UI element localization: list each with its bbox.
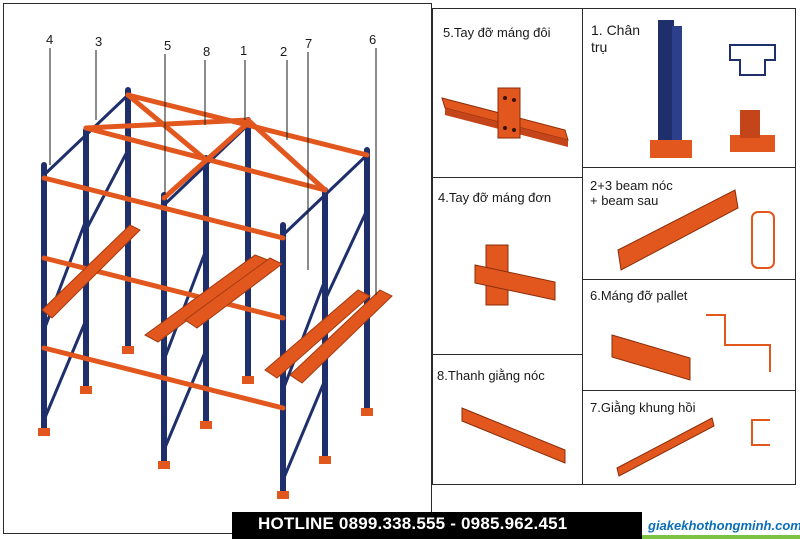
base-plate xyxy=(242,376,254,384)
base-plate xyxy=(361,408,373,416)
roof-tie xyxy=(245,117,328,193)
callout-7: 7 xyxy=(305,36,313,51)
frame-brace xyxy=(42,93,130,177)
panel-title-mang-do-pallet: 6.Máng đỡ pallet xyxy=(590,288,688,303)
pallet-rail-illustration xyxy=(611,314,771,381)
base-plate xyxy=(38,428,50,436)
panel-title-beam: 2+3 beam nóc + beam sau xyxy=(590,178,673,208)
frame-brace xyxy=(281,379,327,481)
roof-tie xyxy=(161,120,251,201)
hotline-bar xyxy=(232,512,642,539)
pallet-rail xyxy=(264,289,371,379)
pallet-rail xyxy=(184,257,283,329)
callout-5: 5 xyxy=(164,38,172,53)
base-plate xyxy=(80,386,92,394)
callout-1: 1 xyxy=(240,43,248,58)
callout-3: 3 xyxy=(95,34,103,49)
top-beam xyxy=(41,175,286,241)
pallet-rail xyxy=(41,224,141,319)
panel-title-tay-do-mang-doi: 5.Tay đỡ máng đôi xyxy=(443,25,551,40)
callout-8: 8 xyxy=(203,44,211,59)
panel-title-giang-khung-hoi: 7.Giằng khung hồi xyxy=(590,400,696,415)
hotline-text: HOTLINE 0899.338.555 - 0985.962.451 xyxy=(258,514,568,533)
frame-brace xyxy=(323,209,369,301)
rack-illustration xyxy=(38,48,393,499)
base-plate xyxy=(200,421,212,429)
callout-6: 6 xyxy=(369,32,377,47)
single-arm-illustration xyxy=(474,244,556,306)
beam-illustration xyxy=(617,189,775,271)
main-drawing-panel xyxy=(3,3,432,534)
panel-title-tay-do-mang-don: 4.Tay đỡ máng đơn xyxy=(438,190,552,205)
callout-4: 4 xyxy=(46,32,54,47)
pallet-rail xyxy=(289,289,393,384)
website-text[interactable]: giakekhothongminh.com xyxy=(648,518,800,533)
upright-illustration xyxy=(650,20,776,158)
low-beam xyxy=(41,345,286,411)
frame-brace xyxy=(281,153,369,237)
frame-brace xyxy=(281,279,327,391)
frame-brace xyxy=(42,319,88,421)
frame-brace xyxy=(162,349,208,451)
website-underline xyxy=(642,535,800,539)
callout-2: 2 xyxy=(280,44,288,59)
mid-beam xyxy=(41,255,286,321)
base-plate xyxy=(277,491,289,499)
frame-brace xyxy=(84,149,130,231)
frame-brace-illustration xyxy=(616,417,770,477)
panel-title-thanh-giang-noc: 8.Thanh giằng nóc xyxy=(437,368,545,383)
double-arm-illustration xyxy=(441,87,569,147)
frame-brace xyxy=(162,249,208,361)
base-plate xyxy=(122,346,134,354)
roof-tie-illustration xyxy=(461,407,566,464)
roof-tie xyxy=(83,117,251,131)
base-plate xyxy=(319,456,331,464)
panel-title-chan-tru: 1. Chân trụ xyxy=(591,22,641,55)
panel-thanh-giang-noc xyxy=(432,354,583,485)
base-plate xyxy=(158,461,170,469)
roof-tie xyxy=(125,92,209,163)
